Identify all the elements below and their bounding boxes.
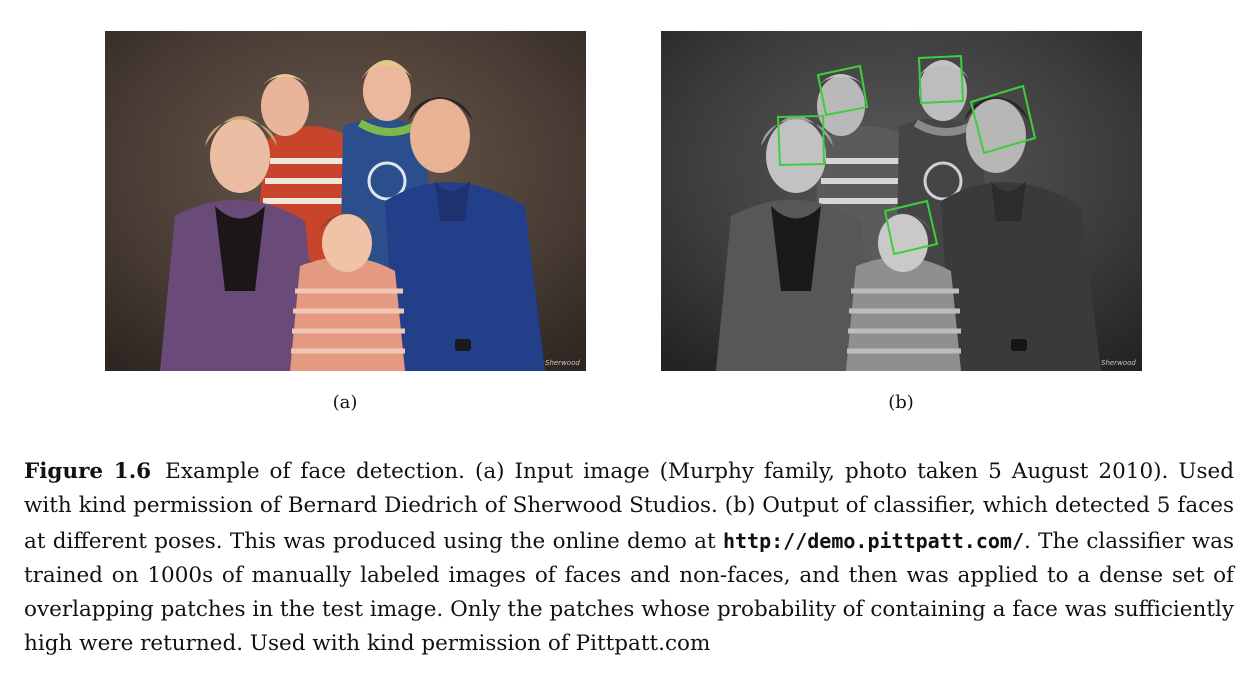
person-man bbox=[385, 97, 545, 371]
detection-box-man bbox=[969, 84, 1037, 155]
classifier-output-photo: Sherwood bbox=[661, 31, 1142, 371]
detection-box-small-boy bbox=[883, 199, 939, 256]
detection-box-woman bbox=[776, 114, 826, 167]
person-man bbox=[941, 97, 1101, 371]
photo-signature: Sherwood bbox=[545, 359, 580, 367]
detection-box-boy-middle bbox=[917, 54, 965, 105]
subfigure-label-a: (a) bbox=[332, 392, 358, 413]
caption-text-part1: Example of face detection. (a) Input ima… bbox=[24, 459, 1234, 554]
input-photo: Sherwood bbox=[105, 31, 586, 371]
person-small-boy bbox=[846, 213, 961, 371]
person-woman bbox=[716, 116, 876, 371]
subfigure-label-b: (b) bbox=[888, 392, 914, 413]
caption-text-part2: . The classifier was trained on 1000s of… bbox=[24, 528, 1234, 657]
person-woman bbox=[160, 116, 320, 371]
person-small-boy bbox=[290, 213, 405, 371]
figure-number: Figure 1.6 bbox=[24, 459, 152, 484]
photo-signature: Sherwood bbox=[1101, 359, 1136, 367]
detection-box-boy-left bbox=[816, 64, 869, 117]
family-photo-color: Sherwood bbox=[105, 31, 586, 371]
detection-boxes bbox=[776, 54, 1037, 256]
caption-url: http://demo.pittpatt.com/ bbox=[722, 528, 1024, 553]
family-photo-grayscale: Sherwood bbox=[661, 31, 1142, 371]
